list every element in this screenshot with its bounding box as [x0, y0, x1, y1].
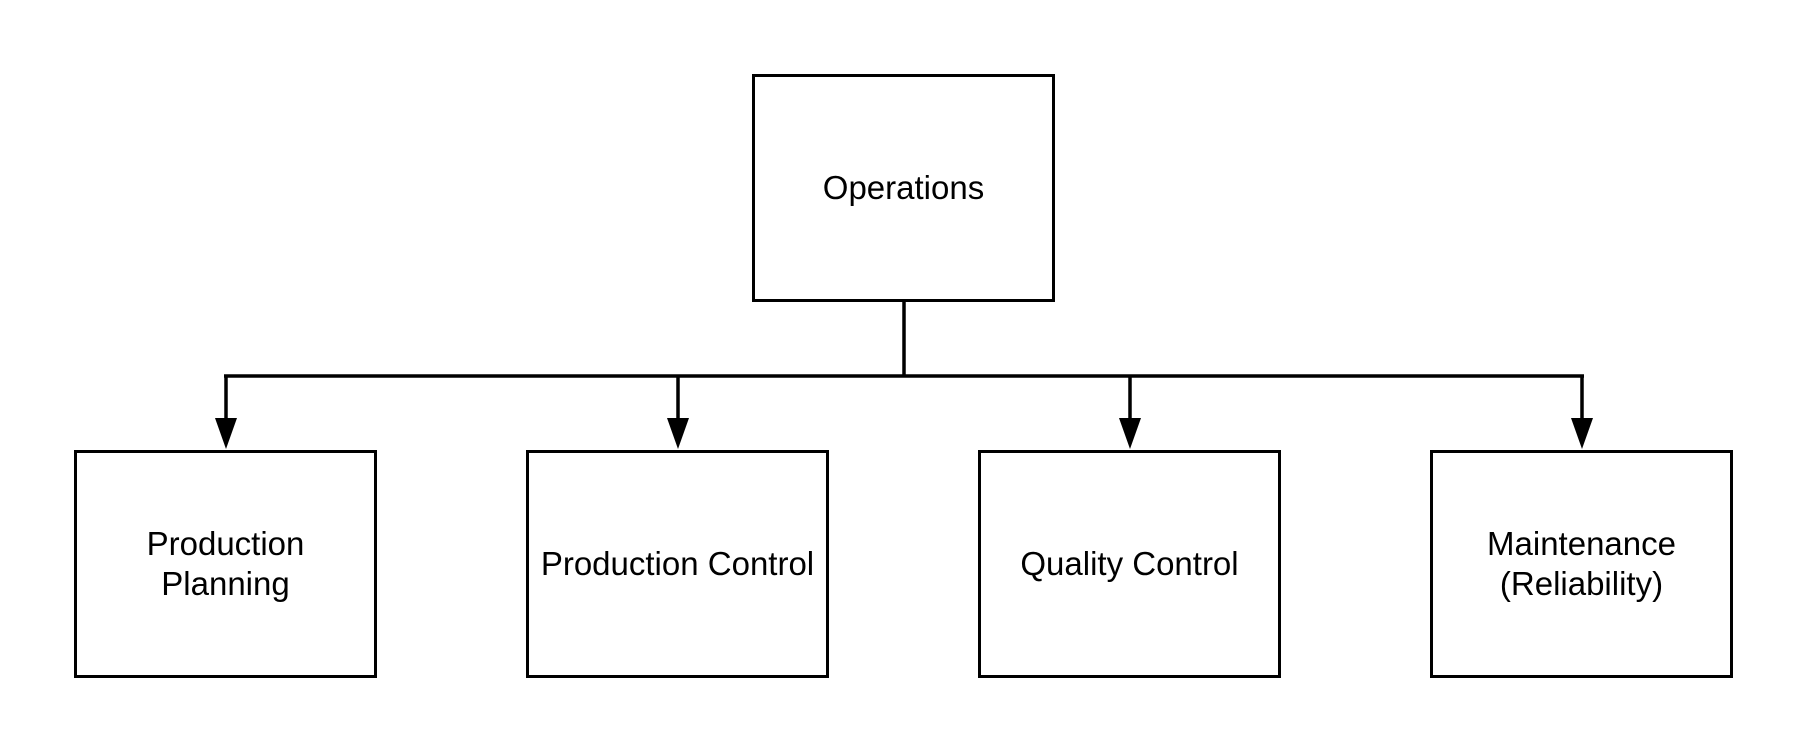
node-production-planning: Production Planning — [74, 450, 377, 678]
node-production-control: Production Control — [526, 450, 829, 678]
node-operations: Operations — [752, 74, 1055, 302]
node-quality-control-label: Quality Control — [1020, 545, 1239, 582]
node-operations-label: Operations — [822, 169, 985, 206]
node-maintenance-label: Maintenance (Reliability) — [1487, 525, 1676, 602]
arrowhead-4 — [1571, 418, 1593, 449]
arrowhead-1 — [215, 418, 237, 449]
node-production-planning-label: Production Planning — [146, 525, 305, 602]
node-quality-control: Quality Control — [978, 450, 1281, 678]
node-maintenance: Maintenance (Reliability) — [1430, 450, 1733, 678]
node-production-control-label: Production Control — [540, 545, 815, 582]
arrowhead-3 — [1119, 418, 1141, 449]
arrowhead-2 — [667, 418, 689, 449]
